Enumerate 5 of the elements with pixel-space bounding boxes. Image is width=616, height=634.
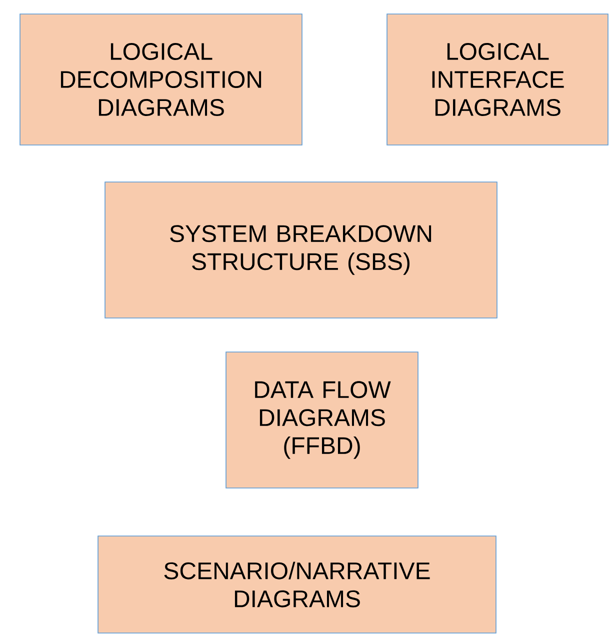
process-box: DATA FLOW DIAGRAMS (FFBD): [226, 352, 418, 488]
process-box: LOGICAL INTERFACE DIAGRAMS: [386, 14, 608, 146]
process-box: SYSTEM BREAKDOWN STRUCTURE (SBS): [104, 182, 498, 318]
process-box: SCENARIO/NARRATIVE DIAGRAMS: [98, 536, 496, 634]
process-box: LOGICAL DECOMPOSITION DIAGRAMS: [20, 14, 302, 146]
